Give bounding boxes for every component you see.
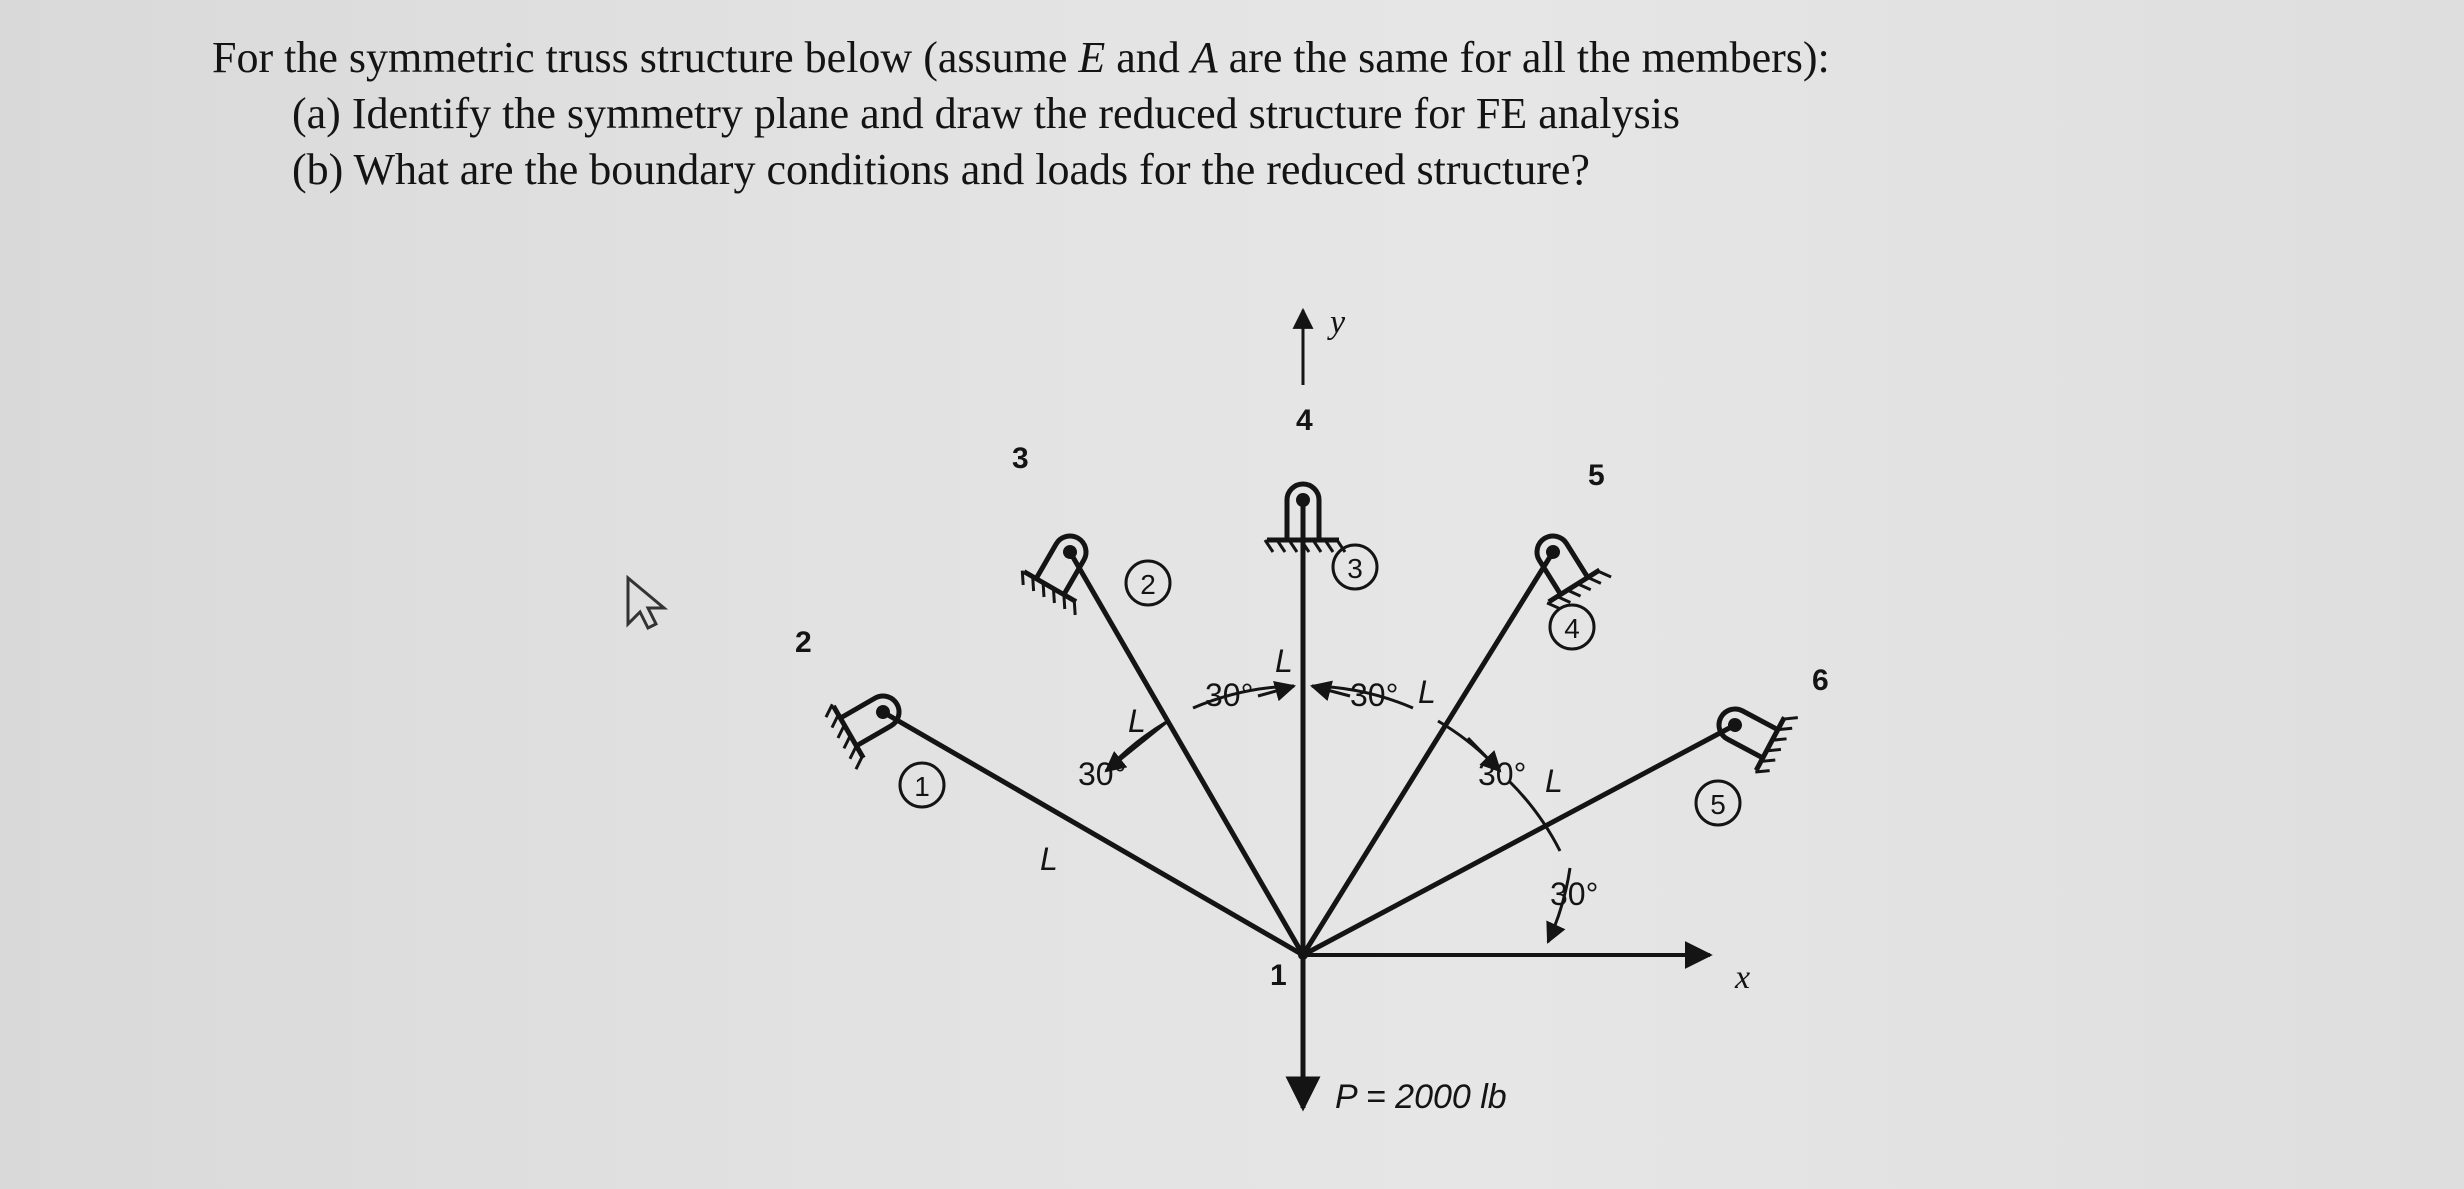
element-label-1: 1 [898, 761, 946, 809]
var-e: E [1078, 33, 1106, 82]
support-node-5 [1534, 533, 1612, 611]
angle-arcs [1104, 684, 1572, 944]
length-label-4: L [1418, 674, 1436, 710]
element-label-5: 5 [1694, 779, 1742, 827]
hub-node [1298, 950, 1308, 960]
y-axis-label: y [1327, 304, 1346, 341]
length-label-3: L [1275, 643, 1293, 679]
node-label-5: 5 [1588, 459, 1605, 492]
node-label-2: 2 [795, 626, 812, 659]
node-label-4: 4 [1296, 404, 1313, 437]
element-label-4: 4 [1548, 603, 1596, 651]
member-5 [1300, 722, 1738, 958]
member-2 [1067, 549, 1306, 958]
angle-label-3: 30° [1350, 677, 1398, 713]
part-b: (b) What are the boundary conditions and… [292, 145, 1590, 194]
x-axis-label: x [1734, 959, 1750, 996]
support-node-6 [1716, 706, 1798, 774]
element-label-2: 2 [1124, 559, 1172, 607]
node-label-1: 1 [1270, 959, 1287, 992]
angle-label-4: 30° [1478, 756, 1526, 792]
part-a: (a) Identify the symmetry plane and draw… [292, 89, 1680, 138]
svg-text:2: 2 [1140, 569, 1156, 600]
cursor-icon [626, 574, 669, 631]
support-node-2 [824, 693, 902, 770]
length-label-2: L [1128, 703, 1146, 739]
angle-label-1: 30° [1078, 756, 1126, 792]
truss-members [880, 497, 1738, 958]
element-label-3: 3 [1331, 543, 1379, 591]
svg-text:5: 5 [1710, 789, 1726, 820]
member-4 [1300, 549, 1556, 958]
length-label-5: L [1545, 763, 1563, 799]
node-label-3: 3 [1012, 442, 1029, 475]
support-node-3 [1020, 533, 1089, 616]
problem-intro: For the symmetric truss structure below … [212, 33, 1830, 82]
angle-label-2: 30° [1205, 677, 1253, 713]
angle-label-5: 30° [1550, 876, 1598, 912]
problem-statement: For the symmetric truss structure below … [212, 30, 1830, 198]
svg-text:3: 3 [1347, 553, 1363, 584]
svg-text:1: 1 [914, 771, 930, 802]
node-label-6: 6 [1812, 664, 1829, 697]
member-1 [880, 709, 1306, 958]
support-node-4 [1263, 481, 1347, 553]
length-label-1: L [1040, 841, 1058, 877]
svg-text:4: 4 [1564, 613, 1580, 644]
var-a: A [1190, 33, 1218, 82]
load-label: P = 2000 lb [1335, 1078, 1507, 1116]
